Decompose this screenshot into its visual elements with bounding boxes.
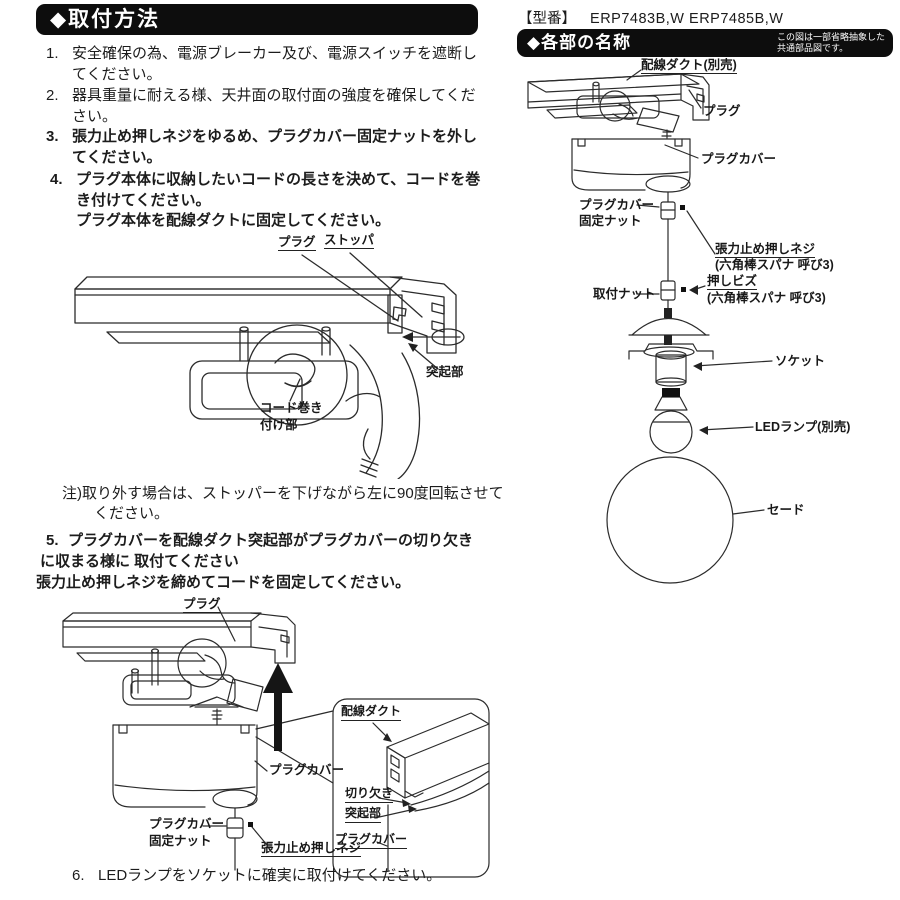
tension-screw-dot <box>248 822 253 827</box>
label-stopper-d1: ストッパ <box>324 233 375 250</box>
label-plug-d1: プラグ <box>278 235 316 252</box>
tension-screw-dot-r <box>680 205 685 210</box>
label-push-screw-tool: (六角棒スパナ 呼び3) <box>707 291 826 305</box>
label-shade: セード <box>767 503 805 517</box>
diagram-plug-mounting-art <box>74 252 465 479</box>
up-arrow-shaft <box>274 693 282 751</box>
parts-name-header: ◆各部の名称 この図は一部省略抽象した 共通部品図です。 <box>517 29 893 57</box>
label-inset-plug-cover: プラグカバー <box>335 832 408 849</box>
step-1-number: 1. <box>46 45 59 62</box>
label-plug-d2: プラグ <box>183 597 221 614</box>
label-mount-nut: 取付ナット <box>593 287 656 301</box>
up-arrow-icon <box>263 663 293 693</box>
diagram-plug-mounting: プラグ ストッパ 突起部 コード巻き 付け部 <box>50 233 485 479</box>
stem-lower <box>664 335 672 345</box>
label-plug-cover-d2: プラグカバー <box>269 763 345 777</box>
label-fix-nut-2-d2: 固定ナット <box>149 834 212 848</box>
label-cord-wrap-2: 付け部 <box>260 418 298 432</box>
socket-arrowhead-icon <box>693 362 702 371</box>
step-5-line2: に収まる様に 取付てください <box>40 553 239 570</box>
push-screw-arrowhead-icon <box>689 285 698 295</box>
model-numbers: ERP7483B,W ERP7485B,W <box>590 11 784 27</box>
insert-arrowhead-icon <box>402 332 413 342</box>
label-inset-duct: 配線ダクト <box>341 704 402 721</box>
step-4-number: 4. <box>50 171 63 188</box>
label-tension-screw-tool: (六角棒スパナ 呼び3) <box>715 258 834 272</box>
step-3-number: 3. <box>46 128 59 145</box>
parts-header-note: この図は一部省略抽象した 共通部品図です。 <box>776 32 885 54</box>
step-5-number: 5. <box>46 532 59 549</box>
step-3-text: 張力止め押しネジをゆるめ、プラグカバー固定ナットを外してください。 <box>72 128 478 166</box>
label-led-lamp: LEDランプ(別売) <box>755 420 851 434</box>
inset-duct-arrowhead-icon <box>383 733 392 742</box>
diagram-parts-names: 配線ダクト(別売) プラグ プラグカバー プラグカバー 固定ナット 張力止め押し… <box>517 58 895 593</box>
label-socket: ソケット <box>775 354 826 368</box>
step-6-number: 6. <box>72 867 85 884</box>
label-fix-nut-1: プラグカバー <box>579 198 655 212</box>
step-2: 2. 器具重量に耐える様、天井面の取付面の強度を確保してください。 <box>46 86 482 127</box>
step-4-text2: プラグ本体を配線ダクトに固定してください。 <box>76 212 391 230</box>
inset-notch-arrowhead-icon <box>402 799 411 807</box>
step-1: 1. 安全確保の為、電源ブレーカー及び、電源スイッチを遮断してください。 <box>46 44 482 85</box>
step-2-text: 器具重量に耐える様、天井面の取付面の強度を確保してください。 <box>72 87 476 125</box>
step-3: 3. 張力止め押しネジをゆるめ、プラグカバー固定ナットを外してください。 <box>46 127 482 168</box>
step-4-text: プラグ本体に収納したいコードの長さを決めて、コードを巻き付けてください。 <box>76 171 481 209</box>
label-inset-protrusion: 突起部 <box>345 806 382 823</box>
model-label: 【型番】 <box>518 11 576 27</box>
label-tension-screw-d2: 張力止め押しネジ <box>261 841 362 858</box>
inset-protrusion-arrowhead-icon <box>408 805 417 813</box>
label-plug-cover: プラグカバー <box>701 152 777 166</box>
diagram-cover-attachment: プラグ プラグカバー プラグカバー 固定ナット 張力止め押しネジ 配線ダクト 切… <box>55 593 490 883</box>
protrusion-arrowhead-icon <box>408 343 418 352</box>
step-6-text: LEDランプをソケットに確実に取付けてください。 <box>98 867 442 884</box>
label-fix-nut-2: 固定ナット <box>579 214 642 228</box>
install-method-header: ◆取付方法 <box>36 4 478 35</box>
label-tension-screw: 張力止め押しネジ <box>715 242 816 259</box>
label-protrusion-d1: 突起部 <box>426 365 464 379</box>
label-inset-notch: 切り欠き <box>345 786 394 803</box>
model-number-line: 【型番】 ERP7483B,W ERP7485B,W <box>518 7 783 28</box>
label-duct: 配線ダクト(別売) <box>641 58 737 75</box>
led-arrowhead-icon <box>699 426 708 435</box>
step-2-number: 2. <box>46 87 59 104</box>
step-1-text: 安全確保の為、電源ブレーカー及び、電源スイッチを遮断してください。 <box>72 45 478 83</box>
bulb-base-cap <box>662 388 680 397</box>
label-cord-wrap-1: コード巻き <box>260 401 323 415</box>
step-5-line3: 張力止め押しネジを締めてコードを固定してください。 <box>36 574 411 591</box>
step-4: 4. プラグ本体に収納したいコードの長さを決めて、コードを巻き付けてください。 … <box>50 170 486 232</box>
diagram-cover-attachment-art <box>62 606 490 878</box>
label-plug: プラグ <box>703 104 741 118</box>
label-push-screw: 押しビズ <box>707 274 758 291</box>
step-5-line1: 5. プラグカバーを配線ダクト突起部がプラグカバーの切り欠き <box>46 532 474 549</box>
removal-note: 注)取り外す場合は、ストッパーを下げながら左に90度回転させてください。 <box>62 485 504 523</box>
diagram-parts-names-art <box>527 69 773 584</box>
step-6: 6. LEDランプをソケットに確実に取付けてください。 <box>72 866 478 887</box>
push-screw-dot-r <box>681 287 686 292</box>
label-fix-nut-1-d2: プラグカバー <box>149 817 225 831</box>
stem-upper <box>664 308 672 318</box>
